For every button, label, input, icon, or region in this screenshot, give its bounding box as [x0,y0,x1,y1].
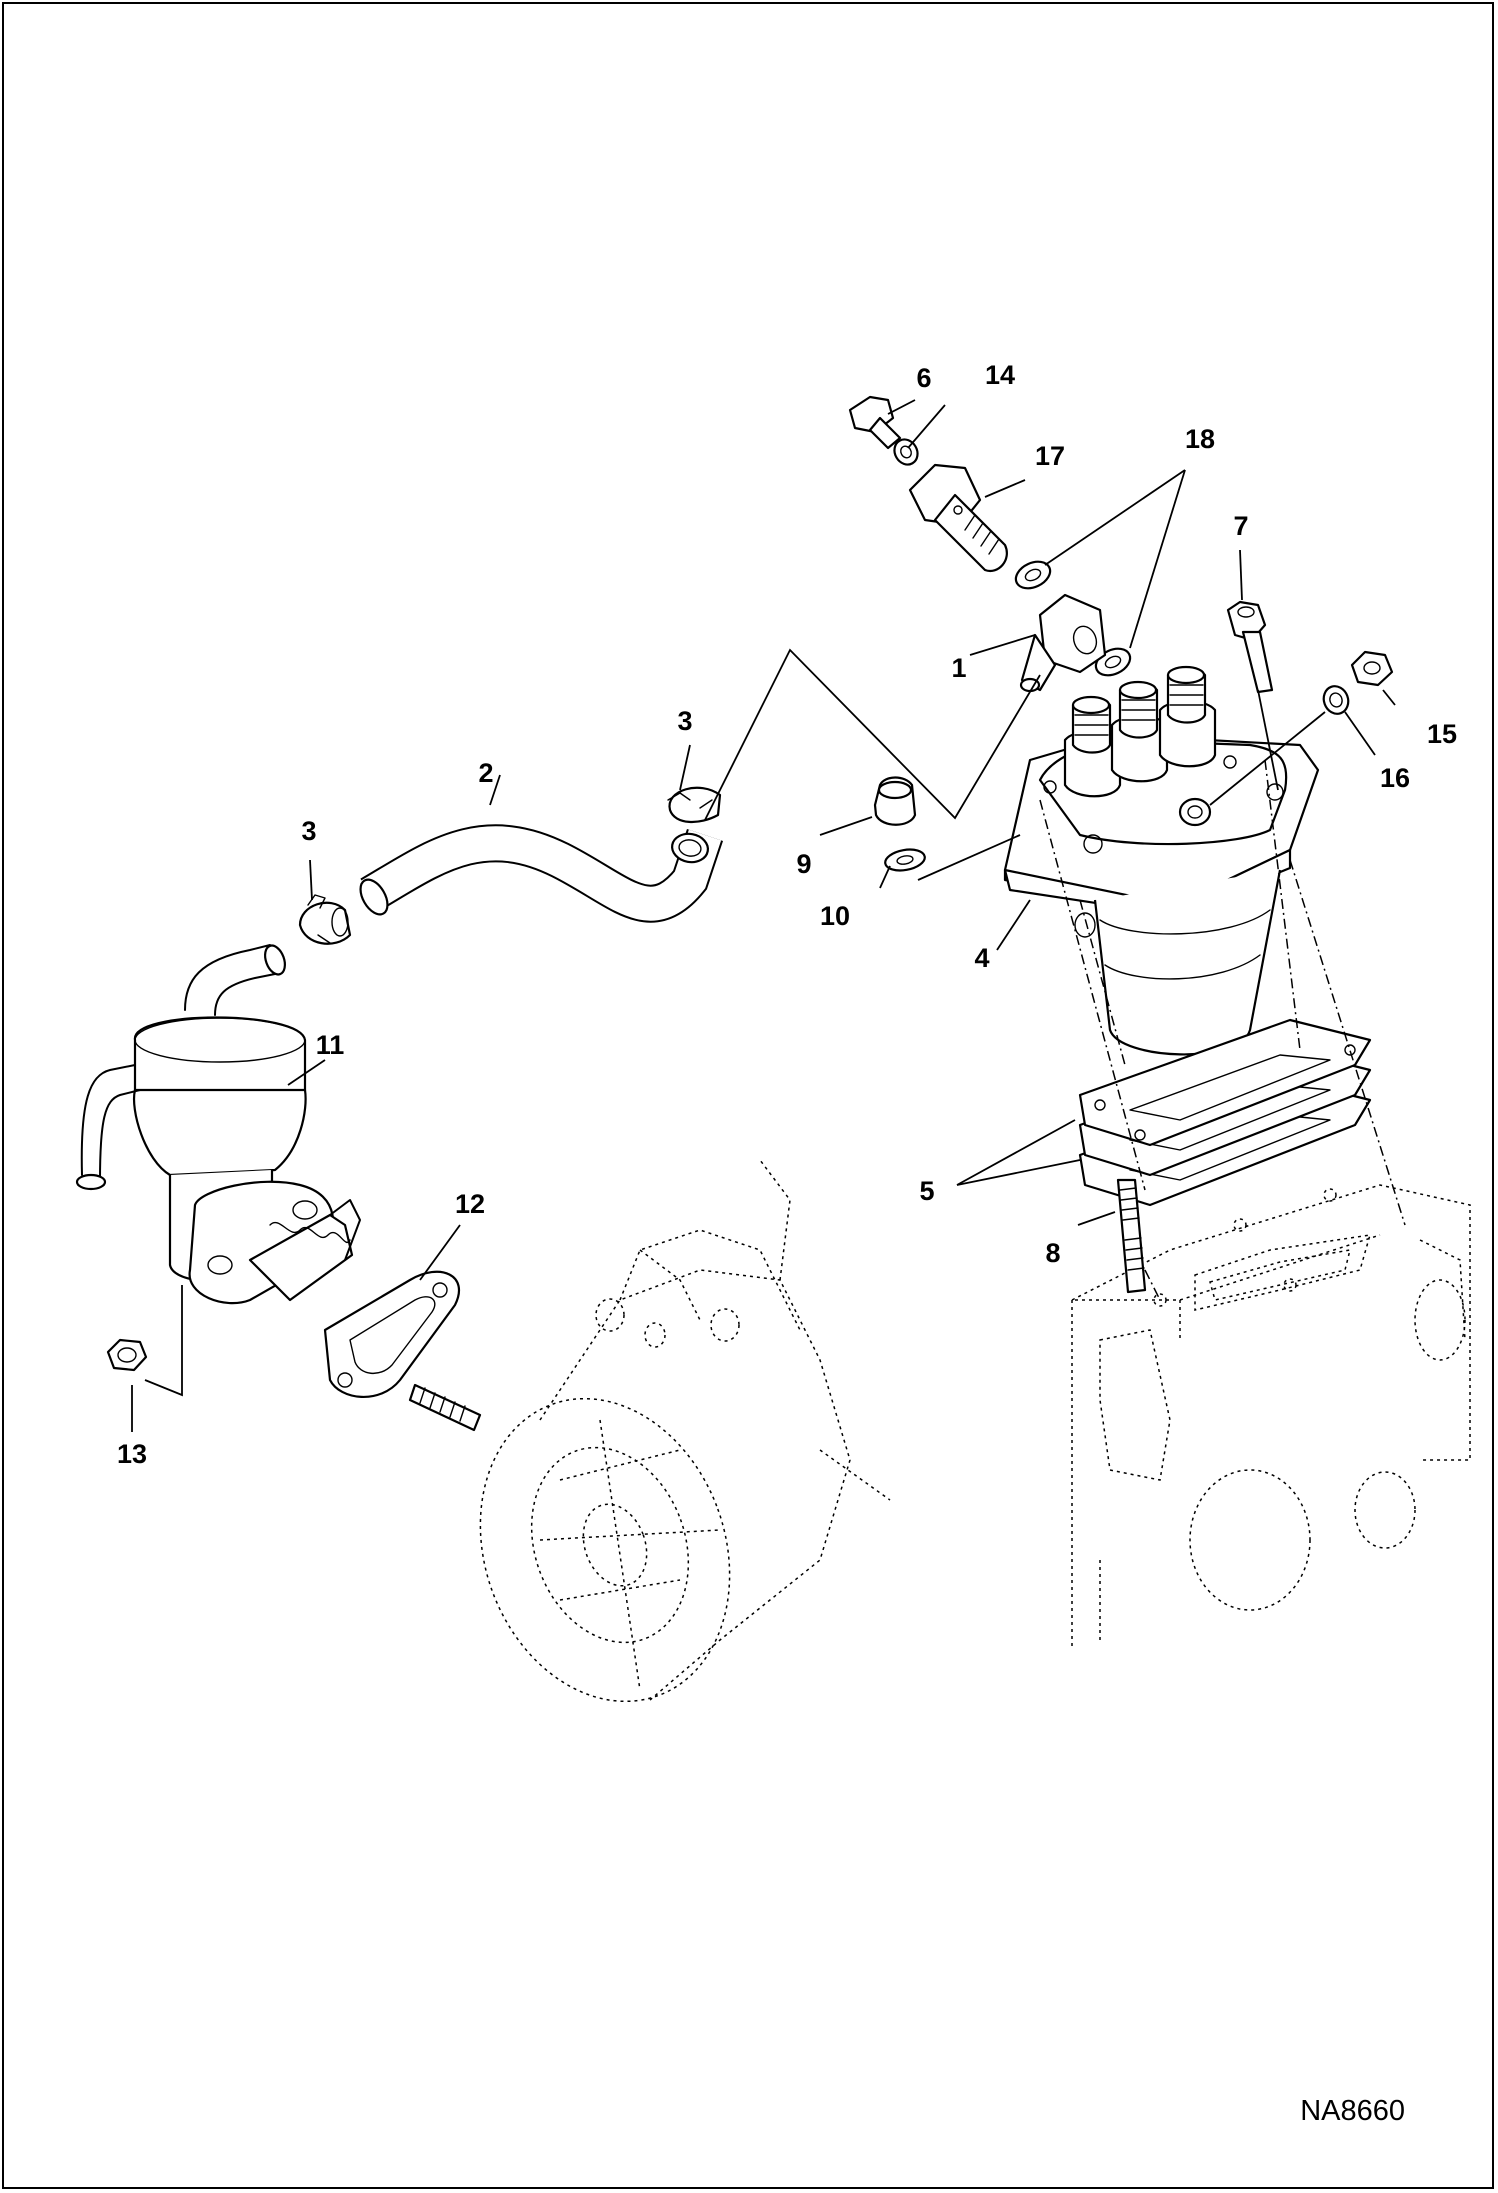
callout-4: 4 [974,943,989,973]
hose-clamp-left [298,894,352,945]
callout-11: 11 [316,1030,345,1060]
fitting-17 [908,463,1008,573]
callout-18: 18 [1185,424,1215,454]
alignment-lines [1039,759,1406,1301]
flange-nut [106,1338,148,1372]
banjo-bolt [848,395,902,450]
leader-lines [131,399,1396,1432]
callout-13: 13 [117,1439,147,1469]
callout-14: 14 [985,360,1015,390]
callout-17: 17 [1035,441,1065,471]
stud [1116,1178,1147,1294]
washer-14 [893,438,919,466]
callout-15: 15 [1427,719,1457,749]
callout-1: 1 [951,653,966,683]
washer-10 [884,848,926,872]
callout-16: 16 [1380,763,1410,793]
callout-labels: 6 14 17 18 7 1 15 16 3 2 3 9 10 4 11 5 1… [117,360,1457,1469]
callout-12: 12 [455,1189,485,1219]
flywheel-housing-phantom [479,1159,891,1703]
cushion-9 [873,776,917,826]
banjo-fitting [1019,593,1107,693]
pump-stud [408,1383,482,1432]
callout-9: 9 [796,849,811,879]
callout-2: 2 [478,758,493,788]
fuel-pump [75,944,361,1305]
callout-8: 8 [1045,1238,1060,1268]
socket-bolt [1226,600,1274,694]
callout-5: 5 [919,1176,934,1206]
callout-7: 7 [1233,511,1248,541]
fuel-hose [359,824,724,923]
figure-id: NA8660 [1300,2095,1405,2127]
callout-6: 6 [916,363,931,393]
pump-gasket [323,1270,461,1398]
nut-15 [1350,650,1394,687]
callout-10: 10 [820,901,850,931]
washer-16 [1322,685,1350,715]
callout-3-right: 3 [677,706,692,736]
engine-block-phantom [1071,1184,1471,1650]
washer-18-upper [1014,560,1052,590]
callout-3-left: 3 [301,816,316,846]
injection-pump [1003,665,1320,1056]
